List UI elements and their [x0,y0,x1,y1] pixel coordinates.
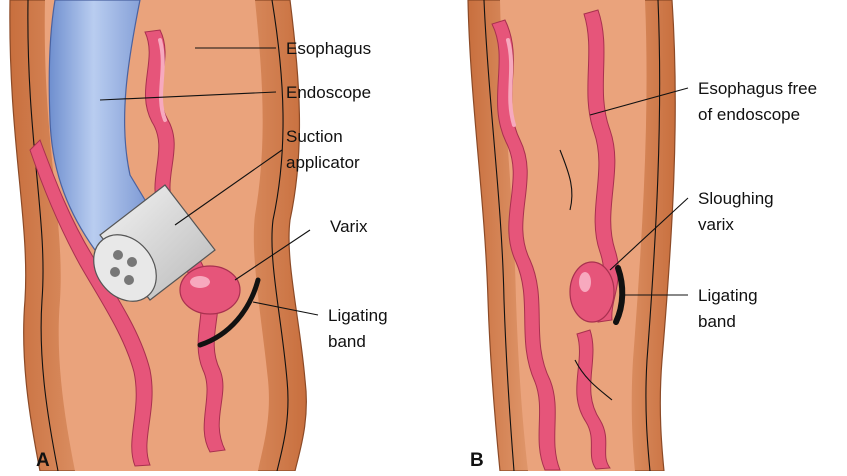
label-suction-line2: applicator [286,153,360,172]
label-band-a-line1: Ligating [328,306,388,325]
label-slough-line2: varix [698,215,734,234]
label-suction-line1: Suction [286,127,343,146]
varix-bulb-highlight-a [190,276,210,288]
panel-a: Esophagus Endoscope Suction applicator V… [10,0,388,471]
panel-letter-a: A [36,450,50,471]
label-band-a-line2: band [328,332,366,351]
label-endoscope: Endoscope [286,83,371,102]
label-varix: Varix [330,217,368,236]
sloughing-varix-highlight [579,272,591,292]
varix-bulb-a [180,266,240,314]
panel-b: Esophagus free of endoscope Sloughing va… [468,0,817,471]
panel-letter-b: B [470,450,484,471]
label-free-line1: Esophagus free [698,79,817,98]
sloughing-varix-bulb [570,262,614,322]
label-slough-line1: Sloughing [698,189,774,208]
label-band-b-line1: Ligating [698,286,758,305]
label-esophagus: Esophagus [286,39,371,58]
label-free-line2: of endoscope [698,105,800,124]
label-band-b-line2: band [698,312,736,331]
